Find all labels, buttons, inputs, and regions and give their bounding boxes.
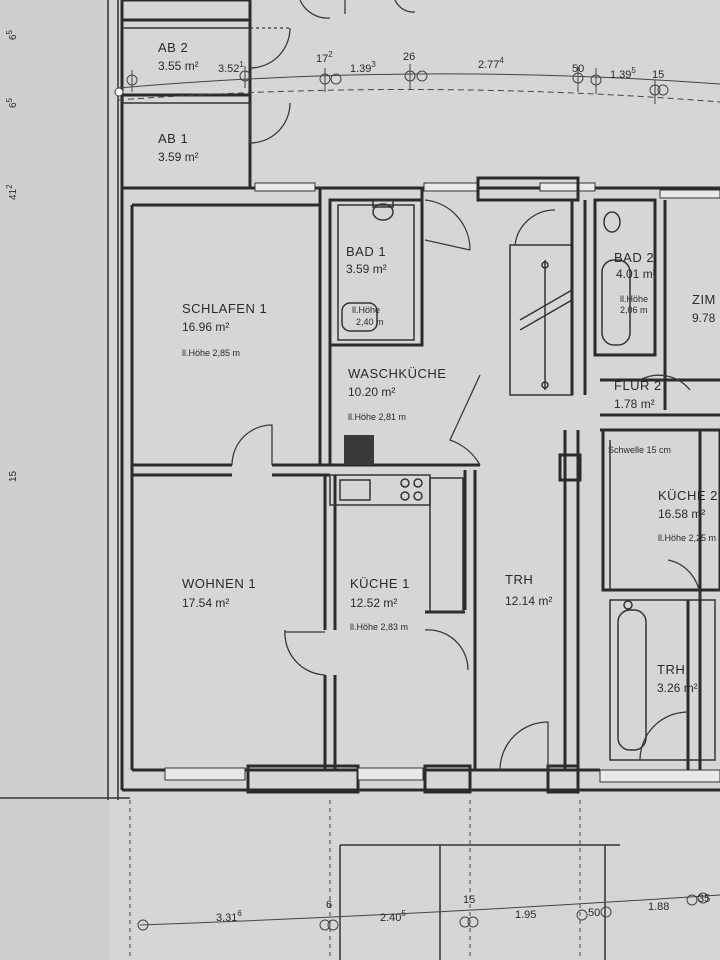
- waschkueche-name: WASCHKÜCHE: [348, 366, 446, 381]
- waschkueche-area: 10.20 m²: [348, 385, 395, 399]
- left-margin-shade: [0, 0, 110, 960]
- bottom-dim-8: 35: [698, 893, 710, 905]
- side-dim-2: 65: [5, 97, 19, 108]
- bottom-dim-7: 1.88: [648, 901, 669, 913]
- side-dim-1: 65: [5, 29, 19, 40]
- top-dim-7: 1.395: [610, 66, 636, 81]
- flur2-area: 1.78 m²: [614, 397, 655, 411]
- trh1-name: TRH: [505, 572, 533, 587]
- side-dim-3: 412: [5, 184, 19, 200]
- trh2-area: 3.26 m²: [657, 681, 698, 695]
- left-edge-lines: [0, 0, 130, 800]
- bad2-height: 2,06 m: [620, 305, 648, 315]
- schlafen1-name: SCHLAFEN 1: [182, 301, 267, 316]
- waschkueche-height: ll.Höhe 2,81 m: [348, 412, 406, 422]
- doors: [231, 199, 701, 771]
- bottom-dim-6: 50: [588, 907, 600, 919]
- interior-walls: [132, 176, 720, 770]
- flur2-name: FLUR 2: [614, 378, 662, 393]
- bad2-area: 4.01 m²: [616, 267, 657, 281]
- bad1-name: BAD 1: [346, 244, 386, 259]
- upper-dimension-line: [114, 64, 720, 104]
- kueche2-name: KÜCHE 2: [658, 488, 718, 503]
- outer-walls: [120, 182, 720, 794]
- top-dim-8: 15: [652, 69, 664, 81]
- side-dim-4: 15: [8, 470, 19, 482]
- bottom-dim-3: 2.405: [380, 909, 406, 924]
- bottom-dim-1: 3.316: [216, 909, 242, 924]
- top-dimension-labels: 3.521 172 1.393 26 2.774 50 1.395 15: [218, 50, 664, 81]
- wohnen1-area: 17.54 m²: [182, 596, 229, 610]
- top-dim-2: 172: [316, 50, 333, 65]
- kueche1-name: KÜCHE 1: [350, 576, 410, 591]
- toilet-icon: [372, 203, 394, 221]
- bottom-dim-2: 6: [326, 899, 332, 911]
- trh1-area: 12.14 m²: [505, 594, 552, 608]
- fixtures: [341, 199, 633, 610]
- bad2-name: BAD 2: [614, 250, 654, 265]
- bad2-height-label: ll.Höhe: [620, 294, 648, 304]
- top-dim-1: 3.521: [218, 60, 244, 75]
- zim-area: 9.78: [692, 311, 716, 325]
- schwelle-note: Schwelle 15 cm: [608, 445, 671, 455]
- top-dim-4: 26: [403, 51, 415, 63]
- kueche1-area: 12.52 m²: [350, 596, 397, 610]
- bottom-dim-4: 15: [463, 894, 475, 906]
- kueche1-height: ll.Höhe 2,83 m: [350, 622, 408, 632]
- trh2-name: TRH.: [657, 662, 689, 677]
- top-dim-3: 1.393: [350, 60, 376, 75]
- ab2-area: 3.55 m²: [158, 59, 199, 73]
- bad1-area: 3.59 m²: [346, 262, 387, 276]
- ab1-area: 3.59 m²: [158, 150, 199, 164]
- top-dim-6: 50: [572, 63, 584, 75]
- bottom-dimension-labels: 3.316 6 2.405 15 1.95 50 1.88 35: [216, 893, 710, 924]
- wohnen1-name: WOHNEN 1: [182, 576, 256, 591]
- bad1-height-label: ll.Höhe: [352, 305, 380, 315]
- kueche2-area: 16.58 m²: [658, 507, 705, 521]
- top-dim-5: 2.774: [478, 56, 504, 71]
- ab1-name: AB 1: [158, 131, 188, 146]
- schlafen1-height: ll.Höhe 2,85 m: [182, 348, 240, 358]
- toilet-2-icon: [603, 211, 621, 233]
- shower-icon: [341, 302, 378, 332]
- kueche2-height: ll.Höhe 2,25 m: [658, 533, 716, 543]
- schlafen1-area: 16.96 m²: [182, 320, 229, 334]
- bad1-height: 2,40 m: [356, 317, 384, 327]
- bottom-dimension-line: [129, 800, 720, 960]
- room-labels: AB 2 3.55 m² AB 1 3.59 m² BAD 1 3.59 m² …: [158, 40, 718, 695]
- ab2-name: AB 2: [158, 40, 188, 55]
- zim-name: ZIM: [692, 292, 716, 307]
- bottom-dim-5: 1.95: [515, 909, 536, 921]
- side-dimension-labels: 65 65 412 15: [5, 29, 19, 482]
